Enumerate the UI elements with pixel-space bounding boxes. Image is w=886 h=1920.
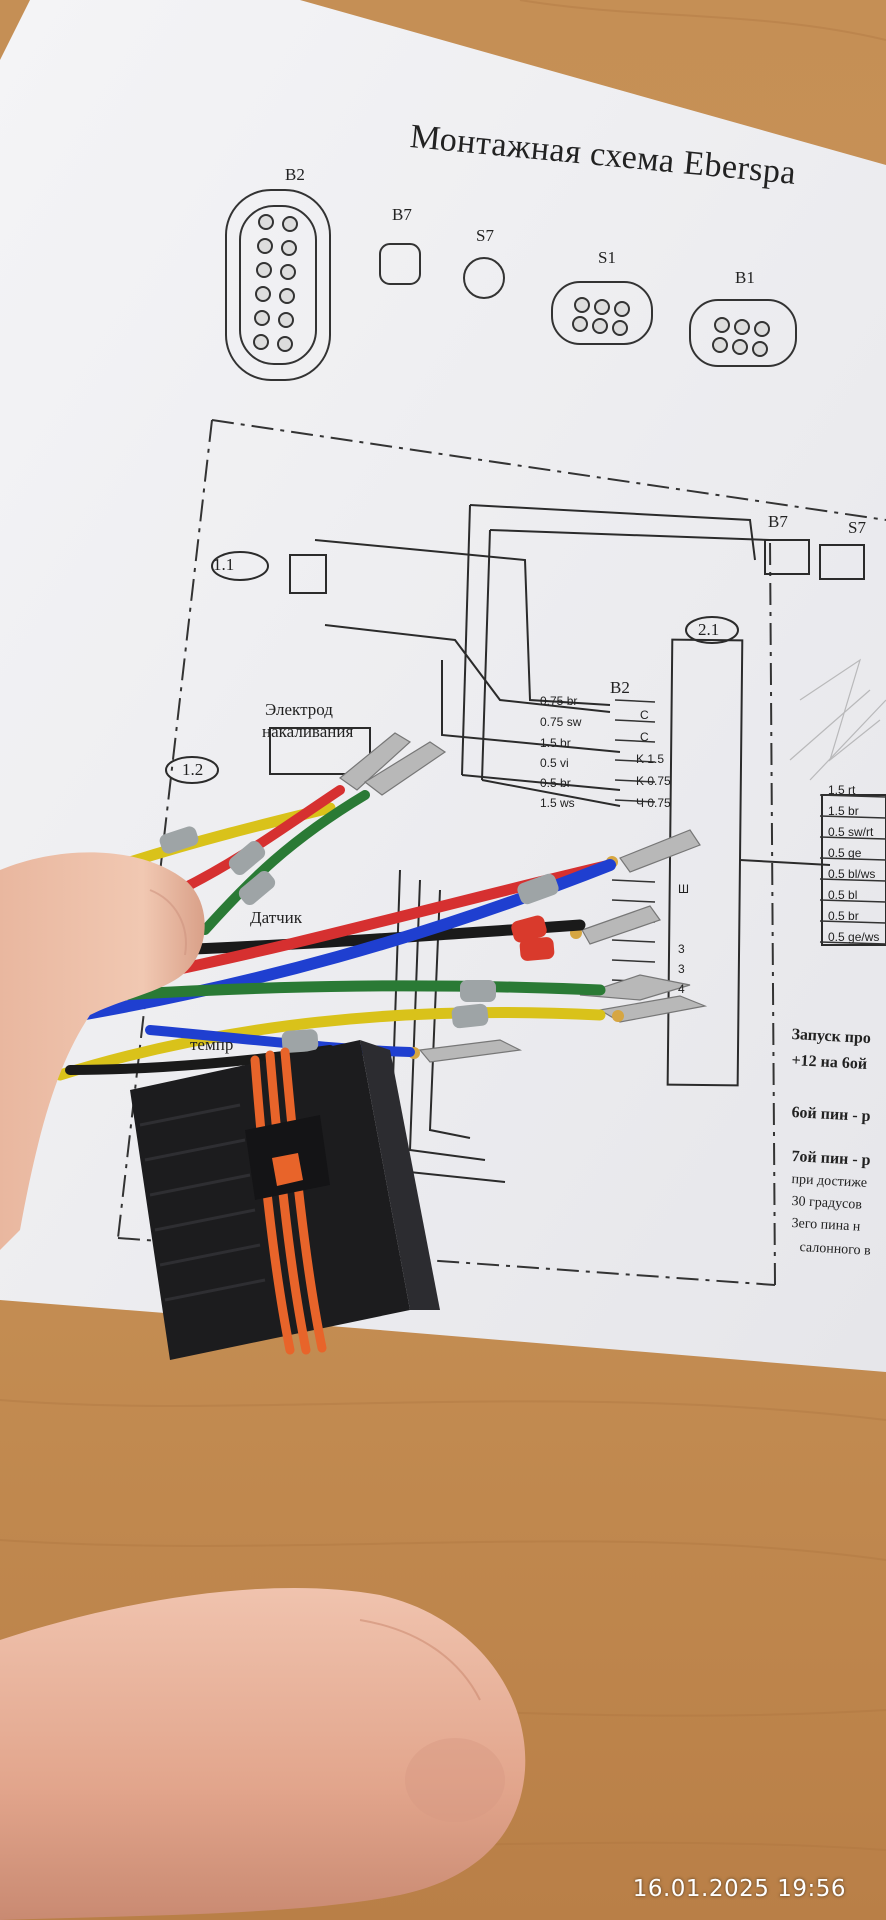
right-label-1: 1.5 rt bbox=[828, 783, 856, 797]
pin-label-9: 4 bbox=[678, 982, 685, 996]
b7-connector-icon bbox=[379, 243, 421, 285]
pin-label-7: 3 bbox=[678, 942, 685, 956]
label-b7: B7 bbox=[392, 205, 412, 224]
label-b2-block: B2 bbox=[610, 678, 630, 697]
label-s7-right: S7 bbox=[848, 518, 866, 537]
black-connector bbox=[130, 1040, 440, 1360]
right-label-2: 1.5 br bbox=[828, 804, 859, 818]
b2-connector-icon bbox=[225, 189, 331, 381]
wire-seals bbox=[159, 826, 559, 1053]
right-table bbox=[819, 794, 886, 945]
note-line-2: +12 на 6ой bbox=[791, 1052, 868, 1073]
pin-label-8: 3 bbox=[678, 962, 685, 976]
left-hand-finger bbox=[0, 852, 205, 1250]
pin-label-3: K 1.5 bbox=[636, 752, 665, 766]
right-label-7: 0.5 br bbox=[828, 909, 859, 923]
right-label-6: 0.5 bl bbox=[828, 888, 858, 902]
wire-label-5: 0.5 br bbox=[540, 776, 571, 790]
right-label-3: 0.5 sw/rt bbox=[828, 825, 874, 839]
pin-label-1: C bbox=[640, 708, 649, 722]
block-1-1: 1.1 bbox=[213, 555, 235, 574]
bottom-thumb bbox=[0, 1587, 526, 1920]
right-label-5: 0.5 bl/ws bbox=[828, 867, 876, 881]
label-sensor: Датчик bbox=[250, 908, 303, 927]
block-1-2: 1.2 bbox=[182, 760, 204, 779]
green-wire-low bbox=[114, 980, 606, 1001]
pin-label-4: K 0.75 bbox=[636, 774, 671, 788]
block-2-1: 2.1 bbox=[698, 620, 720, 639]
pin-label-6: Ш bbox=[678, 882, 689, 896]
green-wire-top bbox=[200, 790, 370, 935]
right-label-8: 0.5 ge/ws bbox=[828, 930, 880, 944]
pin-label-5: Ч 0.75 bbox=[636, 796, 671, 810]
photo-timestamp: 16.01.2025 19:56 bbox=[632, 1876, 846, 1902]
label-electrode-1: Электрод bbox=[265, 700, 333, 719]
orange-latch bbox=[250, 1047, 327, 1355]
label-b7-right: B7 bbox=[768, 512, 788, 531]
wire-label-4: 0.5 vi bbox=[540, 756, 569, 770]
label-s1: S1 bbox=[598, 248, 616, 267]
red-wire-top bbox=[175, 785, 345, 895]
wire-label-3: 1.5 br bbox=[540, 736, 571, 750]
yellow-wire-low bbox=[54, 1007, 606, 1081]
wire-label-1: 0.75 br bbox=[540, 694, 578, 708]
wire-label-2: 0.75 sw bbox=[540, 715, 582, 729]
s1-connector-icon bbox=[551, 281, 653, 345]
connector-icons bbox=[225, 189, 797, 381]
b1-connector-icon bbox=[689, 299, 797, 367]
label-s7: S7 bbox=[476, 226, 494, 245]
metal-terminals bbox=[339, 732, 708, 1063]
label-electrode-2: накаливания bbox=[262, 722, 354, 741]
right-label-4: 0.5 ge bbox=[828, 846, 862, 860]
pencil-scribble bbox=[789, 658, 886, 781]
label-b1: B1 bbox=[735, 268, 755, 287]
s7-connector-icon bbox=[463, 257, 505, 299]
pin-label-2: C bbox=[640, 730, 649, 744]
label-temp: темпр bbox=[190, 1035, 234, 1054]
wire-label-6: 1.5 ws bbox=[540, 796, 575, 810]
label-b2: B2 bbox=[285, 165, 305, 184]
